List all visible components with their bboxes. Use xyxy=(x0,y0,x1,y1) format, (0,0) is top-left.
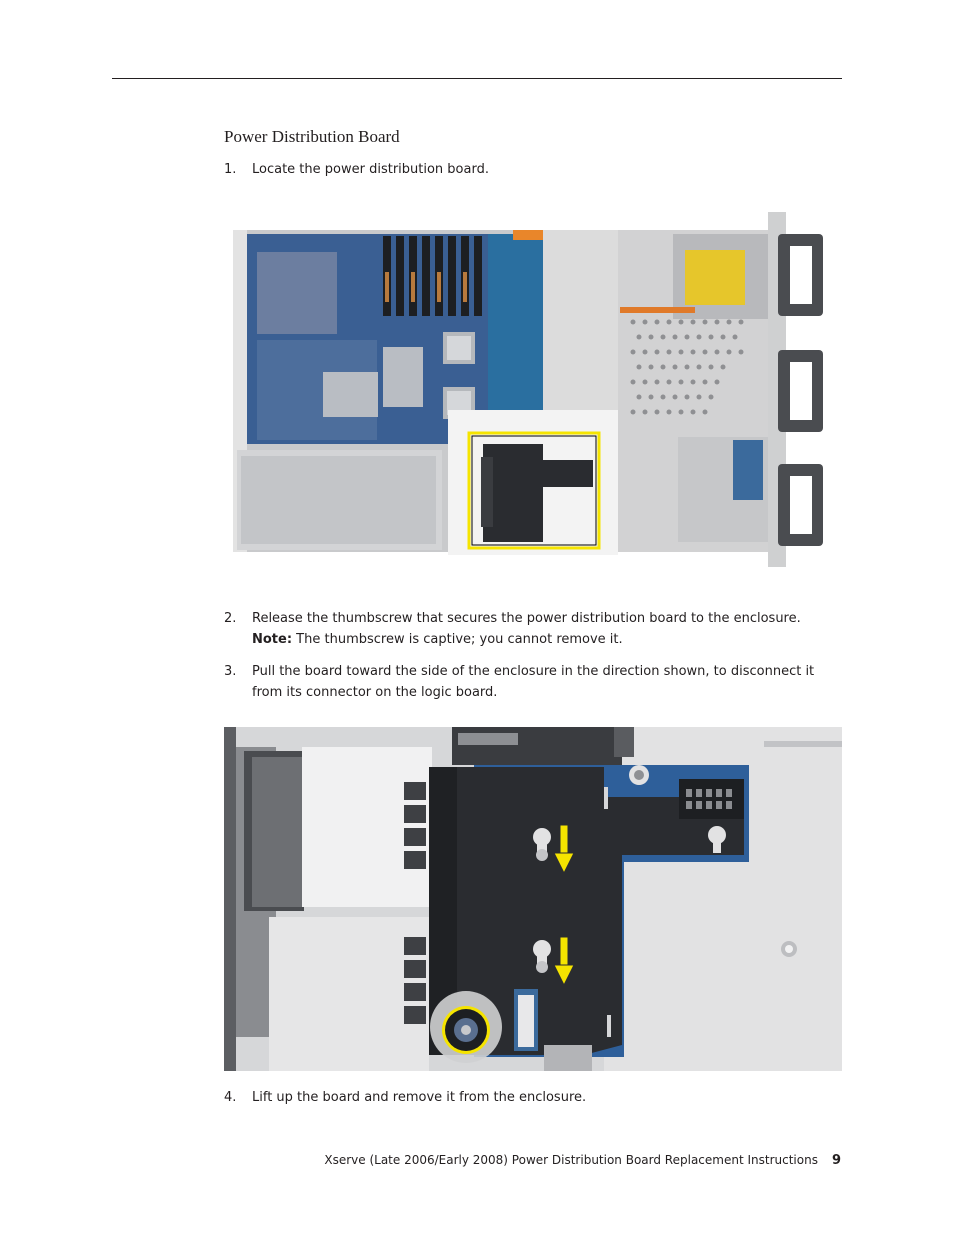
note-text: The thumbscrew is captive; you cannot re… xyxy=(292,632,623,647)
step-number: 3. xyxy=(224,664,237,679)
step-text: Locate the power distribution board. xyxy=(252,162,489,177)
step-main-text: Release the thumbscrew that secures the … xyxy=(252,611,801,626)
page-footer: Xserve (Late 2006/Early 2008) Power Dist… xyxy=(324,1153,841,1168)
xserve-overview-image xyxy=(233,212,830,567)
step-text: Pull the board toward the side of the en… xyxy=(252,664,815,700)
photo-board-closeup xyxy=(224,727,842,1071)
board-closeup-image xyxy=(224,727,842,1071)
note-label: Note: xyxy=(252,632,293,647)
section-title: Power Distribution Board xyxy=(224,127,400,146)
step-number: 1. xyxy=(224,162,237,177)
step-text: Lift up the board and remove it from the… xyxy=(252,1090,587,1105)
footer-doc-title: Xserve (Late 2006/Early 2008) Power Dist… xyxy=(324,1153,818,1167)
step-number: 2. xyxy=(224,611,237,626)
step-text: Release the thumbscrew that secures the … xyxy=(252,608,842,650)
header-rule xyxy=(112,78,842,79)
page-number: 9 xyxy=(831,1153,841,1168)
step-number: 4. xyxy=(224,1090,237,1105)
photo-xserve-overview xyxy=(233,212,830,567)
